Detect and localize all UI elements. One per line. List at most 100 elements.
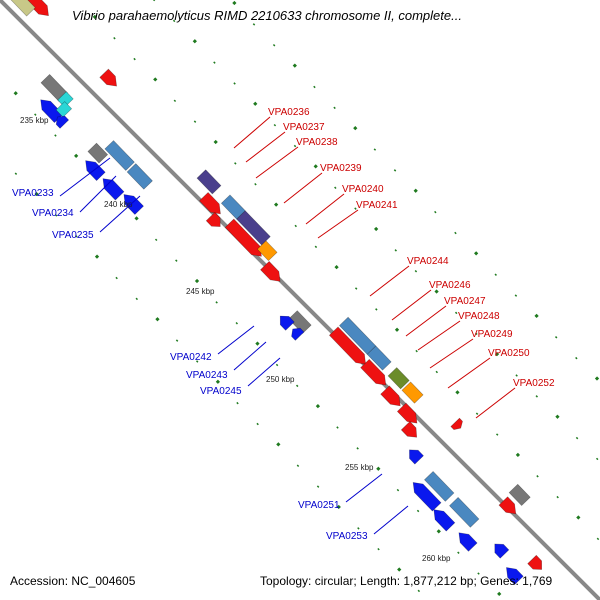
minus-strand-gene[interactable] [85, 160, 106, 182]
plus-gene-leader-line [369, 265, 410, 297]
scale-tick-mark [255, 341, 260, 346]
minus-strand-gene[interactable] [55, 101, 73, 118]
minus-strand-gene[interactable] [55, 115, 70, 129]
plus-gene-label[interactable]: VPA0252 [513, 378, 555, 389]
minus-strand-gene[interactable] [424, 471, 455, 502]
scale-tick-mark [555, 414, 560, 419]
minus-strand-gene[interactable] [409, 449, 424, 465]
plus-strand-gene[interactable] [6, 0, 36, 17]
minus-gene-label[interactable]: VPA0253 [326, 531, 368, 542]
plus-strand-gene[interactable] [401, 381, 424, 404]
plus-strand-gene[interactable] [360, 358, 387, 386]
plus-strand-gene[interactable] [196, 169, 222, 195]
minus-gene-label[interactable]: VPA0235 [52, 230, 94, 241]
scale-tick-mark [536, 475, 539, 478]
scale-tick-mark [54, 134, 57, 137]
plus-strand-gene[interactable] [400, 421, 418, 438]
scale-tick-mark [576, 515, 581, 520]
plus-gene-leader-line [405, 305, 447, 337]
plus-strand-gene[interactable] [498, 496, 517, 515]
scale-tick-mark [153, 77, 158, 82]
plus-gene-label[interactable]: VPA0241 [356, 200, 398, 211]
scale-tick-mark [554, 336, 558, 339]
scale-tick-mark [274, 202, 279, 207]
plus-gene-label[interactable]: VPA0249 [471, 329, 513, 340]
plus-gene-label[interactable]: VPA0244 [407, 256, 449, 267]
scale-tick-mark [514, 294, 518, 297]
scale-tick-mark [113, 36, 116, 40]
plus-strand-gene[interactable] [260, 260, 281, 282]
plus-strand-gene[interactable] [199, 192, 221, 215]
scale-tick-mark [353, 126, 358, 131]
plus-gene-label[interactable]: VPA0237 [283, 122, 325, 133]
scale-tick-mark [377, 547, 380, 551]
plus-strand-gene[interactable] [99, 68, 117, 87]
scale-tick-mark [416, 509, 420, 513]
scale-kbp-label: 250 kbp [266, 375, 295, 384]
minus-gene-label[interactable]: VPA0245 [200, 386, 242, 397]
scale-tick-mark [295, 384, 299, 388]
plus-gene-leader-line [429, 338, 474, 369]
minus-strand-gene[interactable] [123, 194, 144, 215]
minus-strand-gene[interactable] [494, 543, 510, 559]
minus-strand-gene[interactable] [291, 327, 305, 341]
minus-gene-leader-line [233, 341, 267, 371]
plus-strand-gene[interactable] [450, 417, 463, 431]
scale-tick-mark [515, 374, 518, 377]
minus-strand-gene[interactable] [40, 99, 64, 124]
minus-strand-gene[interactable] [279, 315, 295, 331]
scale-tick-mark [315, 404, 321, 409]
minus-strand-gene[interactable] [412, 482, 442, 512]
scale-tick-mark [293, 144, 297, 148]
scale-tick-mark [374, 226, 379, 232]
plus-gene-label[interactable]: VPA0236 [268, 107, 310, 118]
minus-strand-gene[interactable] [104, 140, 135, 171]
scale-tick-mark [354, 287, 358, 290]
scale-tick-mark [194, 278, 200, 284]
plus-strand-gene[interactable] [366, 345, 392, 371]
plus-strand-gene[interactable] [387, 367, 410, 390]
scale-tick-mark [334, 186, 337, 190]
scale-tick-mark [134, 216, 139, 221]
minus-gene-label[interactable]: VPA0233 [12, 188, 54, 199]
scale-tick-mark [14, 172, 18, 175]
scale-tick-mark [575, 356, 578, 360]
plus-gene-label[interactable]: VPA0248 [458, 311, 500, 322]
plus-gene-label[interactable]: VPA0246 [429, 280, 471, 291]
minus-gene-leader-line [247, 357, 281, 387]
minus-gene-label[interactable]: VPA0251 [298, 500, 340, 511]
plus-strand-gene[interactable] [256, 240, 278, 262]
plus-gene-leader-line [305, 193, 345, 225]
plus-gene-leader-line [391, 289, 432, 321]
plus-strand-gene[interactable] [396, 402, 418, 424]
minus-gene-label[interactable]: VPA0243 [186, 370, 228, 381]
minus-strand-gene[interactable] [458, 532, 478, 552]
minus-strand-gene[interactable] [433, 509, 456, 532]
minus-strand-gene[interactable] [87, 142, 109, 164]
minus-gene-label[interactable]: VPA0242 [170, 352, 212, 363]
plus-gene-label[interactable]: VPA0247 [444, 296, 486, 307]
scale-tick-mark [54, 214, 58, 217]
minus-strand-gene[interactable] [506, 567, 524, 586]
plus-strand-gene[interactable] [205, 211, 221, 227]
plus-gene-label[interactable]: VPA0239 [320, 163, 362, 174]
plus-gene-leader-line [255, 146, 299, 179]
minus-strand-gene[interactable] [102, 178, 125, 201]
minus-strand-gene[interactable] [126, 163, 153, 190]
scale-tick-mark [454, 311, 458, 315]
plus-strand-gene[interactable] [236, 210, 271, 246]
plus-strand-gene[interactable] [508, 483, 531, 506]
plus-strand-gene[interactable] [328, 326, 367, 365]
plus-strand-gene[interactable] [380, 385, 401, 407]
plus-gene-label[interactable]: VPA0240 [342, 184, 384, 195]
minus-strand-gene[interactable] [449, 496, 480, 528]
scale-tick-mark [454, 231, 457, 235]
scale-tick-mark [152, 0, 156, 2]
plus-gene-label[interactable]: VPA0250 [488, 348, 530, 359]
plus-strand-gene[interactable] [527, 554, 543, 570]
minus-gene-label[interactable]: VPA0234 [32, 208, 74, 219]
scale-tick-mark [296, 464, 300, 467]
plus-gene-label[interactable]: VPA0238 [296, 137, 338, 148]
